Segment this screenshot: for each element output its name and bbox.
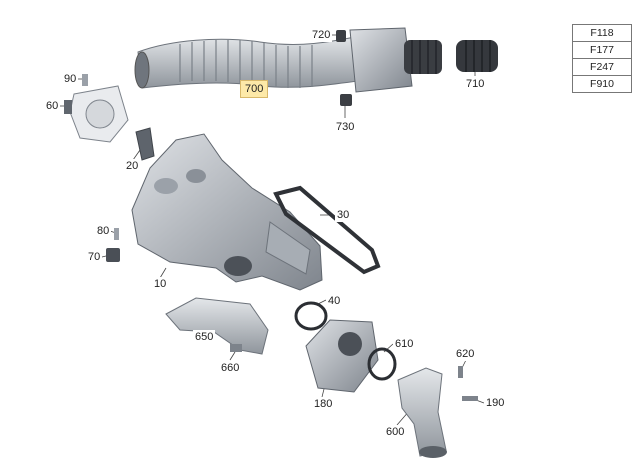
- model-code-table: F118 F177 F247 F910: [572, 24, 632, 93]
- callout-600: 600: [384, 425, 407, 439]
- callout-20: 20: [124, 159, 141, 173]
- bolt-190: [462, 396, 478, 401]
- connector-pipe: [397, 367, 447, 458]
- callout-730: 730: [334, 120, 357, 134]
- callout-40: 40: [326, 294, 343, 308]
- callout-610: 610: [393, 337, 416, 351]
- callout-190: 190: [484, 396, 507, 410]
- model-code: F177: [572, 41, 632, 59]
- callout-710: 710: [464, 77, 487, 91]
- callout-60: 60: [44, 99, 61, 113]
- bracket-20: [135, 127, 155, 161]
- grommet-730: [340, 94, 352, 106]
- callout-700: 700: [240, 80, 269, 98]
- bolt-660: [230, 344, 242, 352]
- o-ring-610: [367, 347, 397, 381]
- callout-720: 720: [310, 28, 333, 42]
- throttle-body: [305, 319, 379, 393]
- bolt-620: [458, 366, 463, 378]
- bellows-hose: [456, 40, 498, 72]
- gasket-30: [273, 185, 381, 275]
- grommet-720: [336, 30, 346, 42]
- callout-70: 70: [86, 250, 103, 264]
- heat-shield-650: [165, 297, 269, 355]
- callout-30: 30: [335, 208, 352, 222]
- callout-80: 80: [95, 224, 112, 238]
- bolt-80: [114, 228, 119, 240]
- callout-180: 180: [312, 397, 335, 411]
- callout-660: 660: [219, 361, 242, 375]
- intake-manifold: [131, 133, 323, 291]
- model-code: F910: [572, 75, 632, 93]
- callout-650: 650: [193, 330, 216, 344]
- callout-10: 10: [152, 277, 169, 291]
- model-code: F118: [572, 24, 632, 42]
- callout-90: 90: [62, 72, 79, 86]
- air-intake-hose: [134, 27, 442, 93]
- model-code: F247: [572, 58, 632, 76]
- vacuum-pump: [64, 74, 129, 143]
- o-ring-40: [294, 301, 328, 331]
- sensor-70: [106, 248, 120, 262]
- callout-620: 620: [454, 347, 477, 361]
